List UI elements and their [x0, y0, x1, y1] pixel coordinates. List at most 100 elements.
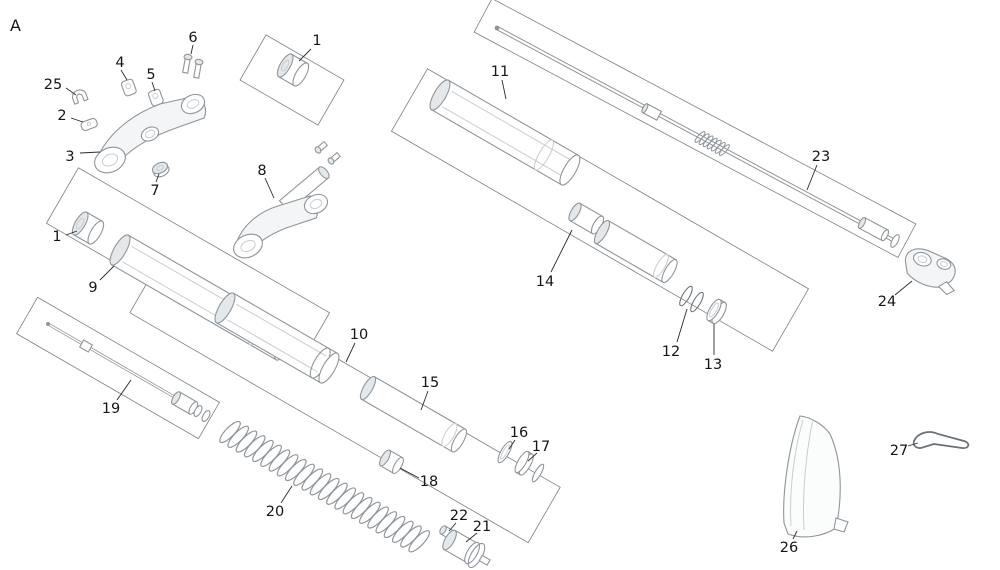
bottom-triple-clamp — [233, 140, 342, 259]
part-6-bolts — [182, 53, 204, 79]
part-14-spacer — [568, 202, 605, 235]
bracket-boss-right — [936, 258, 952, 270]
rebound-spring — [694, 131, 730, 156]
callout-15: 15 — [421, 375, 439, 391]
part-13-bushing — [706, 298, 727, 325]
bolt-head — [183, 53, 193, 61]
handlebar-mount-2-hole — [152, 93, 159, 100]
collar-end-right — [392, 456, 404, 475]
group-box-rod19 — [16, 296, 220, 440]
steering-stem-end — [318, 166, 330, 179]
top-clamp-left-bore — [101, 153, 119, 167]
callout-24: 24 — [878, 294, 896, 310]
spacer-end-left — [568, 202, 582, 222]
stem-bolt-head — [327, 157, 335, 165]
leader-line — [527, 452, 538, 462]
top-clamp-left-boss — [94, 146, 126, 174]
part-23-damper-rod — [494, 25, 900, 248]
bushing-front — [706, 298, 722, 322]
tube-joint — [653, 254, 669, 278]
spring-coil — [284, 458, 307, 482]
leader-line — [806, 164, 818, 191]
tube-end-left — [359, 375, 377, 401]
bushing-back — [711, 301, 727, 325]
bottom-clamp-right-boss — [303, 193, 329, 215]
rod-core — [47, 323, 179, 400]
tube-end-right — [661, 258, 678, 284]
part-26-fork-guard — [783, 415, 849, 538]
washer — [531, 463, 545, 483]
part-16-seal — [497, 440, 513, 464]
part-21-axle-holder — [442, 529, 491, 569]
rod-collar — [78, 339, 94, 353]
tube-end-left — [109, 234, 131, 266]
clip-wire-loop — [912, 440, 935, 449]
cap-face — [292, 62, 310, 87]
tube-end-right — [318, 352, 340, 384]
callout-13: 13 — [704, 357, 722, 373]
part-20-spring — [219, 420, 431, 553]
part-1-cap-left — [71, 211, 105, 245]
callout-5: 5 — [146, 67, 155, 83]
cap-top — [276, 53, 294, 78]
callout-22: 22 — [450, 508, 468, 524]
leader-line — [894, 280, 913, 296]
callout-labels: A 1 6 4 5 25 2 3 7 8 11 23 1 9 14 24 12 … — [10, 16, 908, 556]
callout-26: 26 — [780, 540, 798, 556]
leader-line — [155, 173, 160, 183]
rod-end-left — [857, 217, 867, 229]
callout-23: 23 — [812, 149, 830, 165]
callout-17: 17 — [532, 439, 550, 455]
callout-11: 11 — [491, 64, 509, 80]
callout-8: 8 — [257, 163, 266, 179]
rod-tip — [494, 25, 500, 31]
highlight-line — [442, 106, 563, 177]
cap-face — [87, 220, 105, 245]
leader-line — [65, 230, 78, 236]
callout-2: 2 — [57, 108, 66, 124]
part-1-cap-right — [276, 53, 310, 87]
stem-bolt-head — [314, 146, 322, 154]
seal-bore — [500, 444, 510, 460]
part-24-bracket — [904, 248, 956, 296]
bottom-clamp-right-bore — [309, 198, 323, 210]
callout-21: 21 — [473, 519, 491, 535]
top-triple-clamp — [71, 78, 207, 178]
leader-line — [190, 44, 194, 55]
spring-coil — [375, 511, 398, 534]
leader-line — [298, 48, 312, 62]
part-19-damper-rod — [46, 322, 211, 422]
part-2-bracket — [80, 117, 98, 131]
leader-line — [676, 308, 688, 343]
callout-25: 25 — [44, 77, 62, 93]
cap-top — [71, 211, 89, 236]
spring-coil — [243, 435, 266, 458]
top-clamp-stem-bore — [144, 129, 156, 139]
part-25-clamp-half — [71, 89, 89, 105]
top-clamp-stem-hole — [140, 126, 160, 142]
bushing-bore — [708, 302, 720, 318]
callout-16: 16 — [510, 425, 528, 441]
tube-end-right — [559, 154, 581, 186]
part-7-nut-bore — [156, 165, 164, 171]
bolt-head — [194, 58, 204, 66]
leader-line — [448, 522, 457, 532]
leader-line — [907, 442, 919, 447]
leader-line — [120, 69, 128, 81]
spring-coil — [718, 144, 730, 156]
leader-line — [465, 532, 478, 543]
callout-9: 9 — [88, 280, 97, 296]
handlebar-mount-1 — [120, 78, 137, 97]
callout-1b: 1 — [52, 229, 61, 245]
part-2-hole — [86, 121, 92, 127]
leader-line — [501, 79, 507, 100]
piston-end-left — [171, 391, 181, 405]
guard-tab — [833, 517, 849, 533]
handlebar-mount-2 — [147, 88, 164, 107]
tube-end-left — [593, 219, 611, 245]
bolt-head — [439, 525, 447, 535]
top-clamp-right-bore — [186, 99, 200, 109]
bracket-lug — [937, 281, 956, 296]
